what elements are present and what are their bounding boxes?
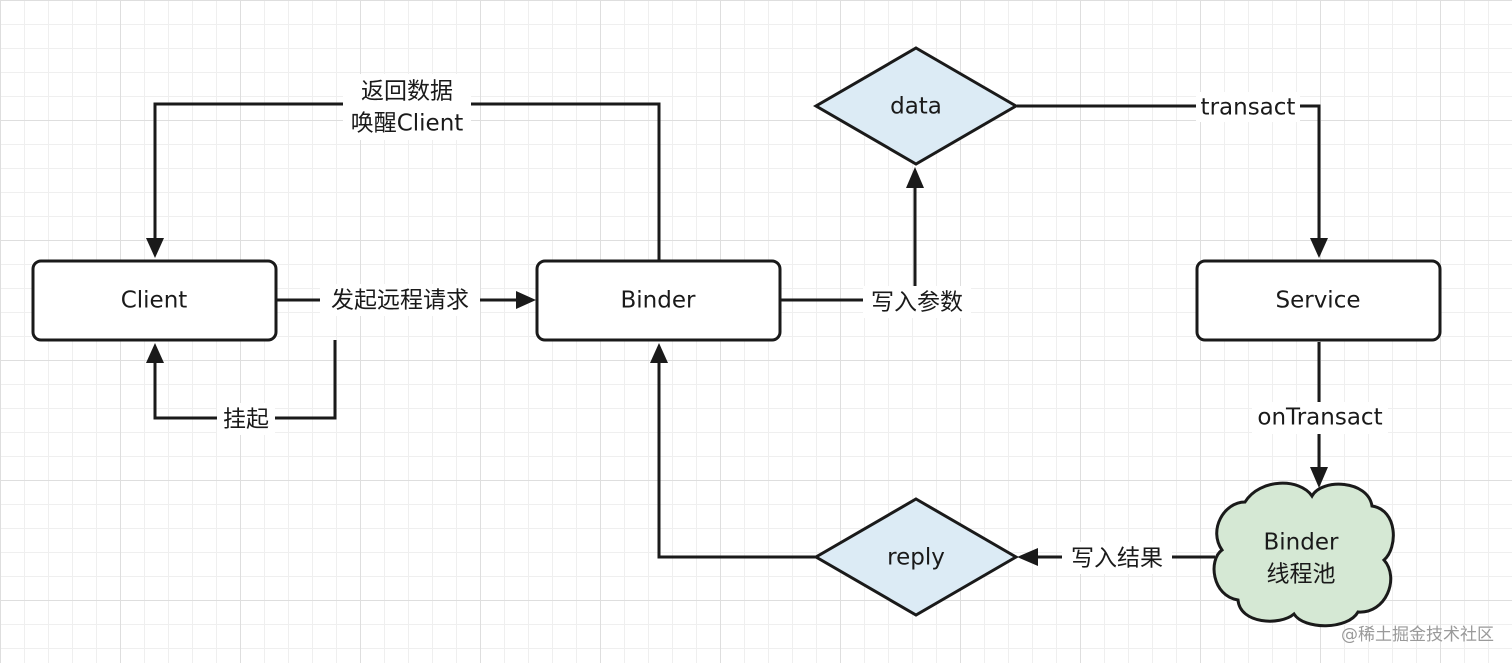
reply-label: reply — [887, 545, 945, 571]
arrowhead-write-result — [1017, 548, 1038, 566]
label-bg-on-transact — [1252, 402, 1388, 434]
node-binder: Binder — [535, 259, 782, 342]
arrowhead-on-transact — [1310, 467, 1328, 488]
label-bg-write-params — [863, 286, 971, 318]
arrowhead-remote-request — [516, 291, 536, 309]
thread-pool-label-line1: Binder — [1264, 530, 1339, 556]
edge-reply-to-binder — [657, 363, 817, 559]
node-client: Client — [31, 259, 278, 342]
label-transact: transact — [1201, 95, 1296, 121]
label-wake-client: 唤醒Client — [351, 111, 464, 137]
label-return-data: 返回数据 — [361, 79, 453, 105]
client-box — [31, 259, 278, 342]
thread-pool-label-line2: 线程池 — [1267, 562, 1336, 588]
label-suspend: 挂起 — [223, 407, 269, 433]
label-bg-transact — [1196, 92, 1300, 122]
label-remote-request: 发起远程请求 — [331, 288, 469, 314]
label-write-result: 写入结果 — [1071, 546, 1163, 572]
reply-diamond — [813, 497, 1019, 617]
node-thread-pool: Binder 线程池 — [1212, 481, 1395, 628]
data-diamond — [813, 46, 1019, 166]
data-label: data — [890, 94, 942, 120]
edge-transact — [1017, 104, 1321, 238]
binder-box — [535, 259, 782, 342]
edge-write-params — [781, 188, 917, 302]
label-bg-write-result — [1062, 542, 1172, 574]
service-box — [1195, 259, 1442, 342]
binder-label: Binder — [621, 288, 696, 314]
node-service: Service — [1195, 259, 1442, 342]
arrowhead-write-params — [906, 167, 924, 188]
service-label: Service — [1275, 288, 1360, 314]
label-write-params: 写入参数 — [871, 290, 963, 316]
arrowhead-suspend — [146, 343, 164, 363]
label-bg-suspend — [217, 403, 275, 435]
label-on-transact: onTransact — [1257, 405, 1382, 431]
client-label: Client — [121, 288, 188, 314]
label-bg-remote — [320, 284, 480, 316]
node-reply: reply — [813, 497, 1019, 617]
arrowhead-return-data — [146, 238, 164, 258]
thread-pool-cloud — [1212, 481, 1395, 628]
arrowhead-transact — [1310, 238, 1328, 258]
arrowhead-reply-to-binder — [650, 343, 668, 363]
label-bg-return — [343, 74, 471, 140]
watermark: @稀土掘金技术社区 — [1341, 625, 1494, 645]
node-data: data — [813, 46, 1019, 166]
